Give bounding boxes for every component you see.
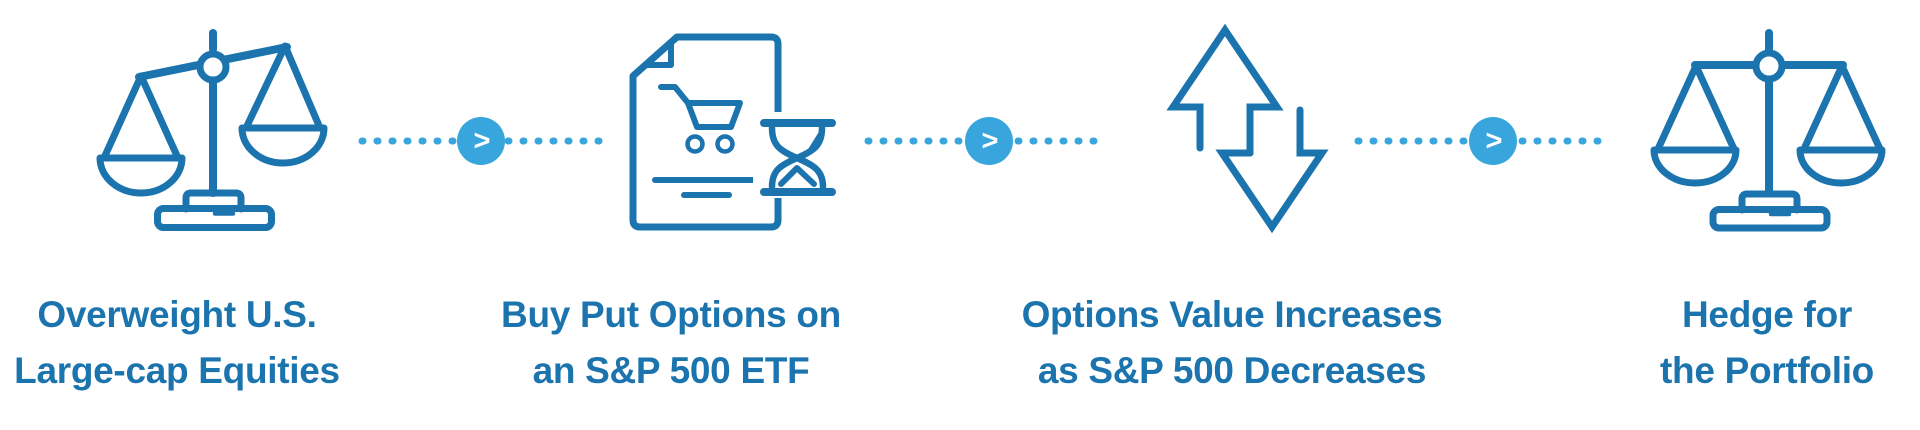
chevron-right-icon: > <box>1485 124 1503 157</box>
step-label-3: Options Value Increases as S&P 500 Decre… <box>1022 287 1443 399</box>
connector-arrow-badge: > <box>965 117 1013 165</box>
document-cart-hourglass-icon <box>629 33 845 231</box>
step-label-2: Buy Put Options on an S&P 500 ETF <box>501 287 841 399</box>
step-label-line: Options Value Increases <box>1021 294 1443 335</box>
balance-scale-tilted-icon <box>96 29 328 231</box>
shopping-cart-icon <box>658 84 743 154</box>
icon-row <box>96 23 1886 234</box>
step-label-line: the Portfolio <box>1660 350 1874 391</box>
hourglass-icon <box>760 119 836 196</box>
connector-arrow-badge: > <box>457 117 505 165</box>
step-label-1: Overweight U.S. Large-cap Equities <box>14 287 340 399</box>
step-label-line: an S&P 500 ETF <box>532 350 810 391</box>
balance-scale-balanced-icon <box>1650 29 1886 232</box>
step-label-line: as S&P 500 Decreases <box>1037 350 1427 391</box>
step-label-line: Hedge for <box>1682 294 1852 335</box>
arrows-up-down-icon <box>1166 23 1329 234</box>
step-label-line: Buy Put Options on <box>501 294 841 335</box>
step-label-line: Large-cap Equities <box>14 350 340 391</box>
chevron-right-icon: > <box>981 124 999 157</box>
connector-arrow-badge: > <box>1469 117 1517 165</box>
step-label-4: Hedge for the Portfolio <box>1660 287 1874 399</box>
step-label-line: Overweight U.S. <box>37 294 317 335</box>
chevron-right-icon: > <box>473 124 491 157</box>
